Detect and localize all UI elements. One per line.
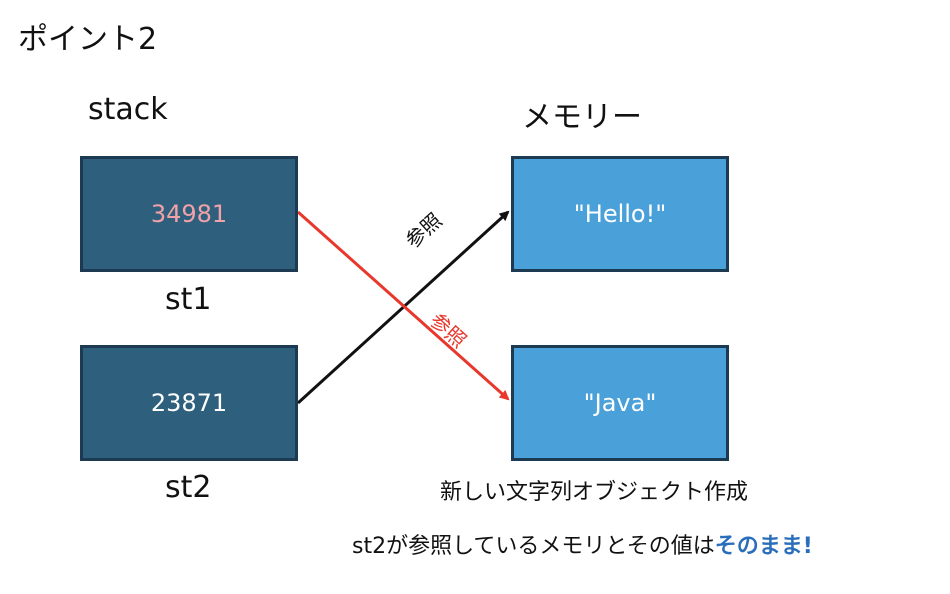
stack-label: stack [88,92,168,127]
note-st2-unchanged: st2が参照しているメモリとその値はそのまま! [352,528,813,560]
memory-box-hello: "Hello!" [511,156,729,272]
memory-box-java: "Java" [511,345,729,461]
memory-value-java: "Java" [583,389,657,417]
stack-box-st1: 34981 [80,156,298,272]
stack-value-st1: 34981 [150,200,228,228]
variable-label-st1: st1 [165,282,212,317]
note-st2-emphasis: そのまま! [714,534,813,559]
variable-label-st2: st2 [165,470,212,505]
arrow-st1-to-java [297,210,510,401]
slide-title: ポイント2 [18,22,158,57]
memory-label: メモリー [522,100,642,135]
note-new-string-object: 新しい文字列オブジェクト作成 [440,480,749,505]
stack-value-st2: 23871 [150,389,228,417]
stack-box-st2: 23871 [80,345,298,461]
memory-value-hello: "Hello!" [573,200,667,228]
note-st2-plain: st2が参照しているメモリとその値は [352,534,715,559]
